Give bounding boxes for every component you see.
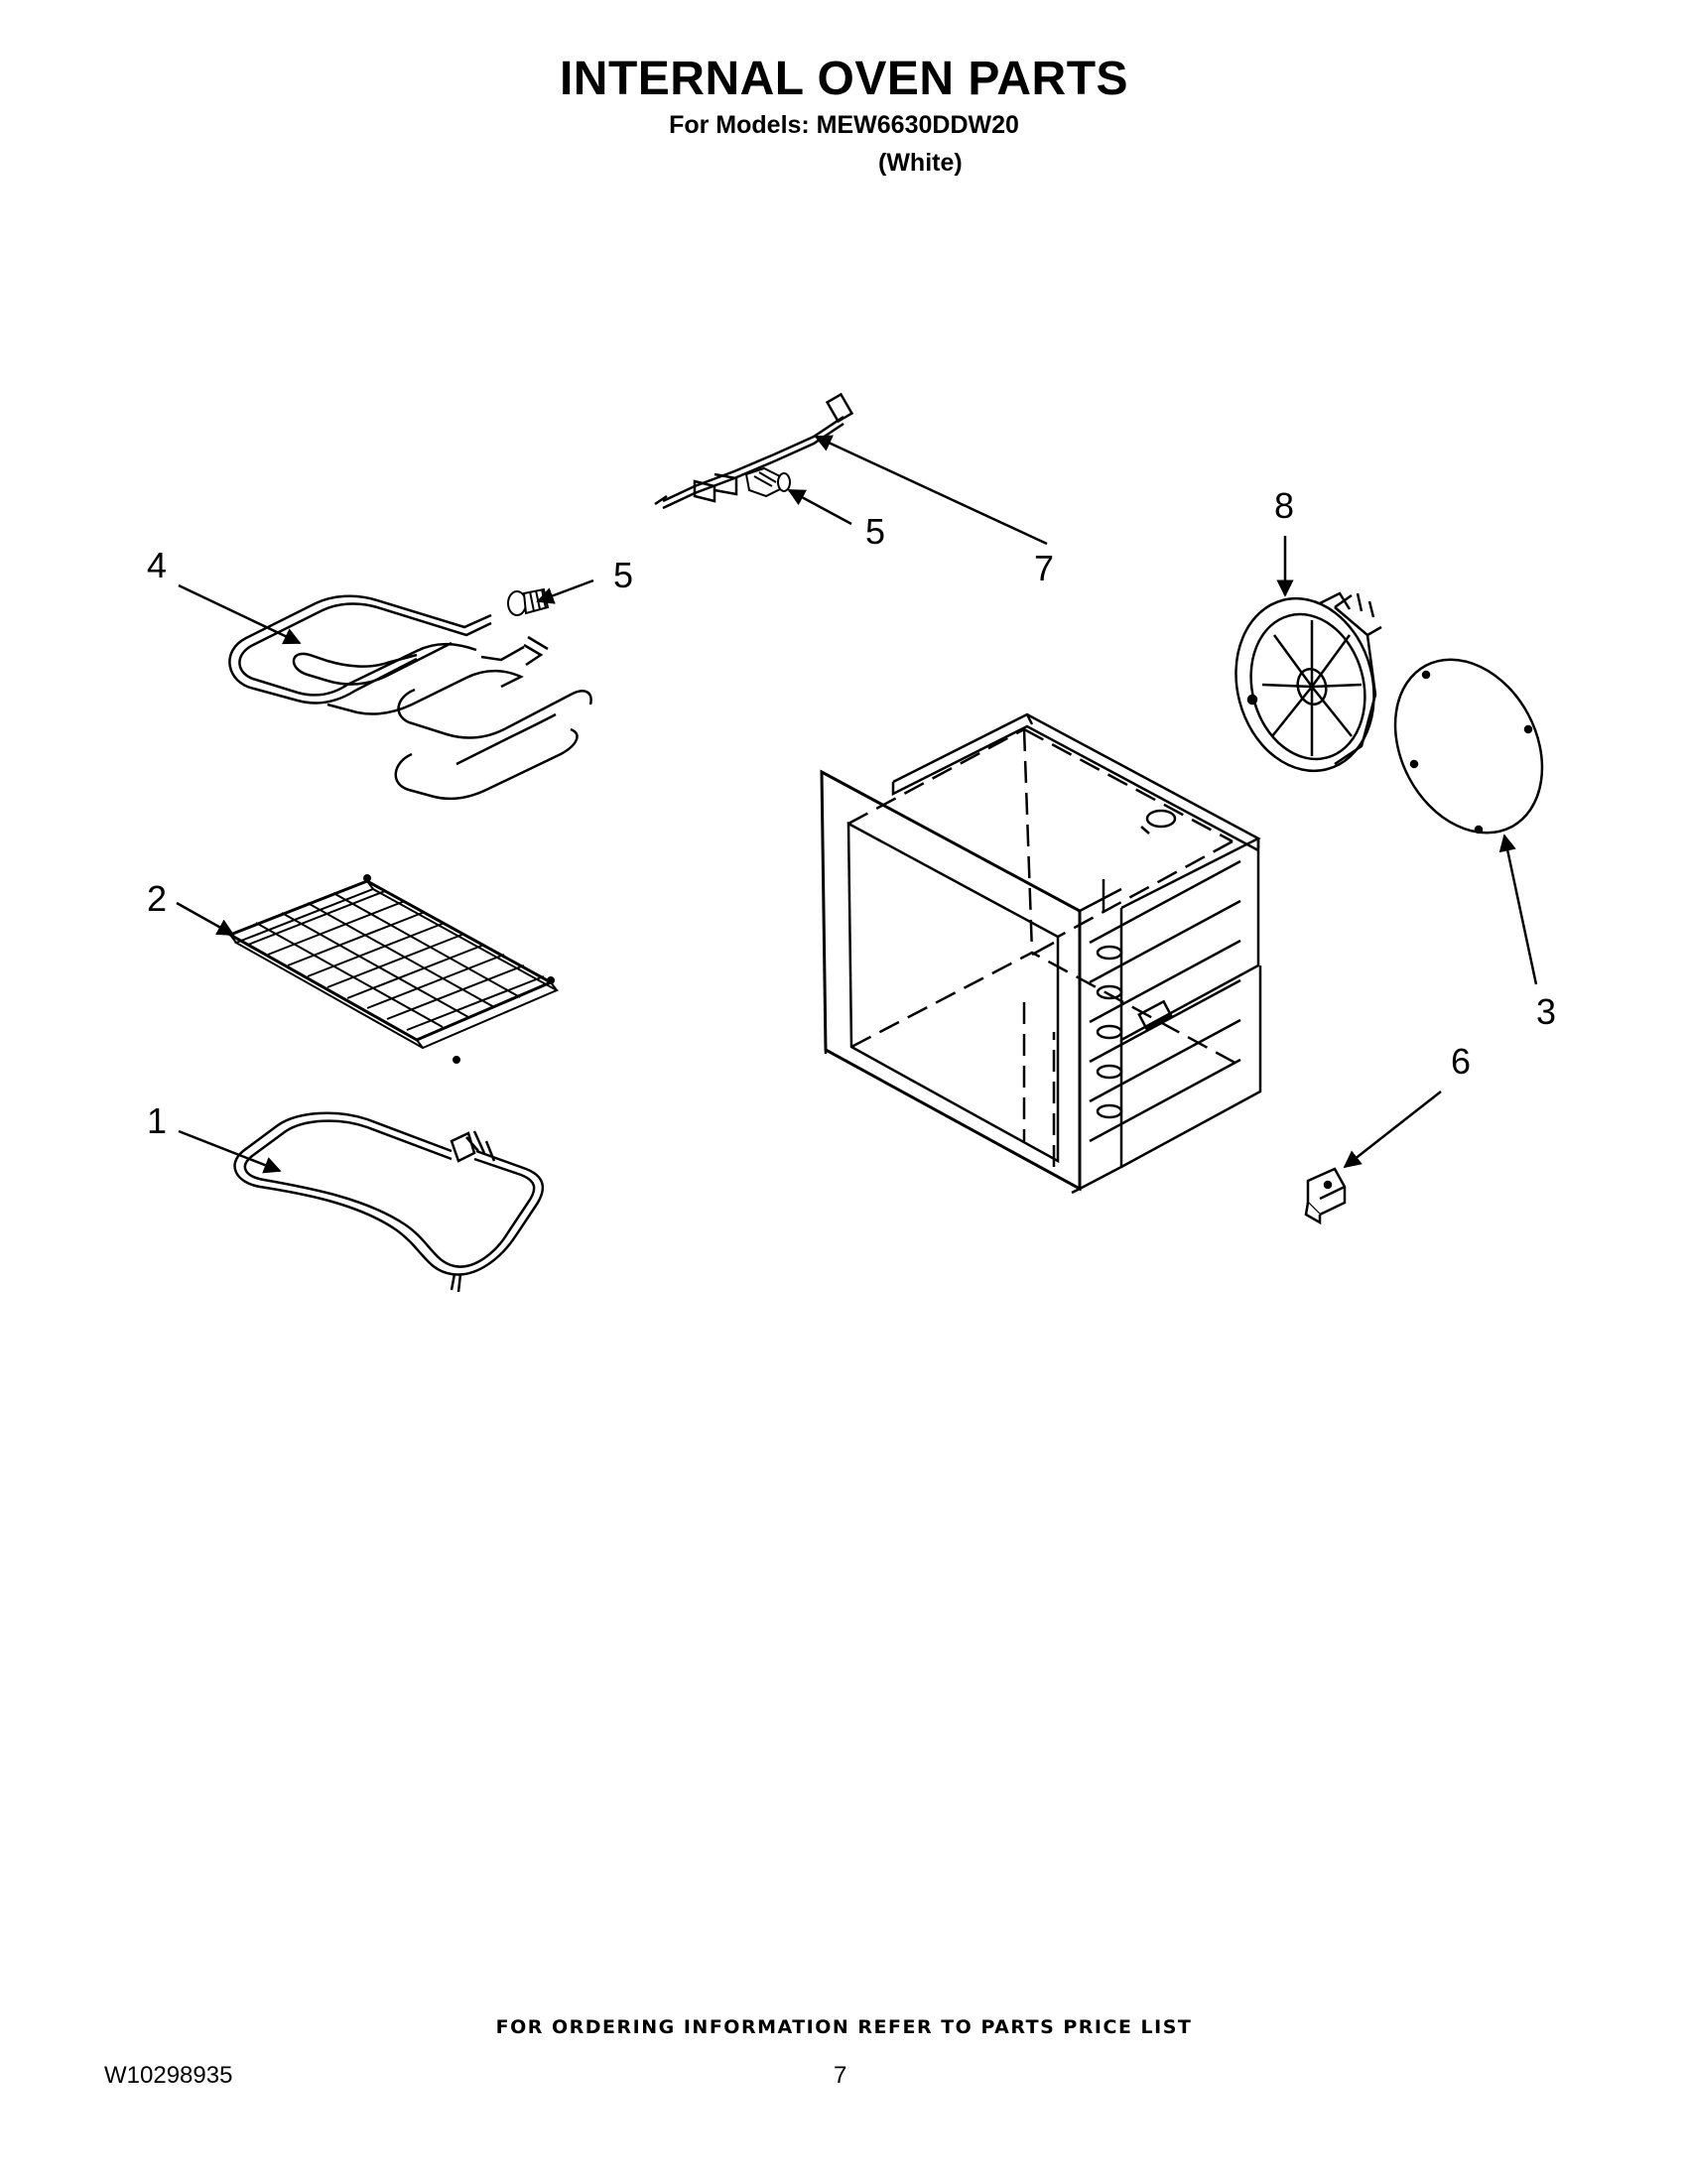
bracket-part	[1304, 1167, 1347, 1225]
oven-rack-part	[226, 874, 560, 1064]
page-title: INTERNAL OVEN PARTS	[559, 53, 1129, 105]
callout-6: 6	[1451, 1041, 1471, 1082]
callout-1: 1	[147, 1100, 167, 1141]
fan-gasket-part	[1393, 658, 1544, 835]
callout-4: 4	[147, 545, 167, 585]
callout-2: 2	[147, 878, 167, 919]
screw-part-left	[507, 587, 550, 616]
broil-element-part	[228, 594, 592, 801]
ordering-note: FOR ORDERING INFORMATION REFER TO PARTS …	[495, 2016, 1193, 2038]
callout-3: 3	[1536, 991, 1556, 1032]
page-number: 7	[834, 2062, 847, 2089]
oven-cavity-part	[820, 712, 1262, 1195]
models-line: For Models: MEW6630DDW20	[669, 111, 1019, 139]
color-line: (White)	[878, 149, 963, 177]
screw-part-upper	[744, 466, 791, 498]
callout-8: 8	[1274, 485, 1294, 526]
convection-fan-part	[1234, 591, 1382, 773]
leader-arrows	[176, 435, 1538, 1174]
bake-element-part	[233, 1111, 545, 1293]
callout-5-upper: 5	[865, 511, 885, 552]
document-number: W10298935	[104, 2062, 233, 2089]
callout-7: 7	[1034, 548, 1054, 588]
callout-5-left: 5	[613, 555, 633, 595]
